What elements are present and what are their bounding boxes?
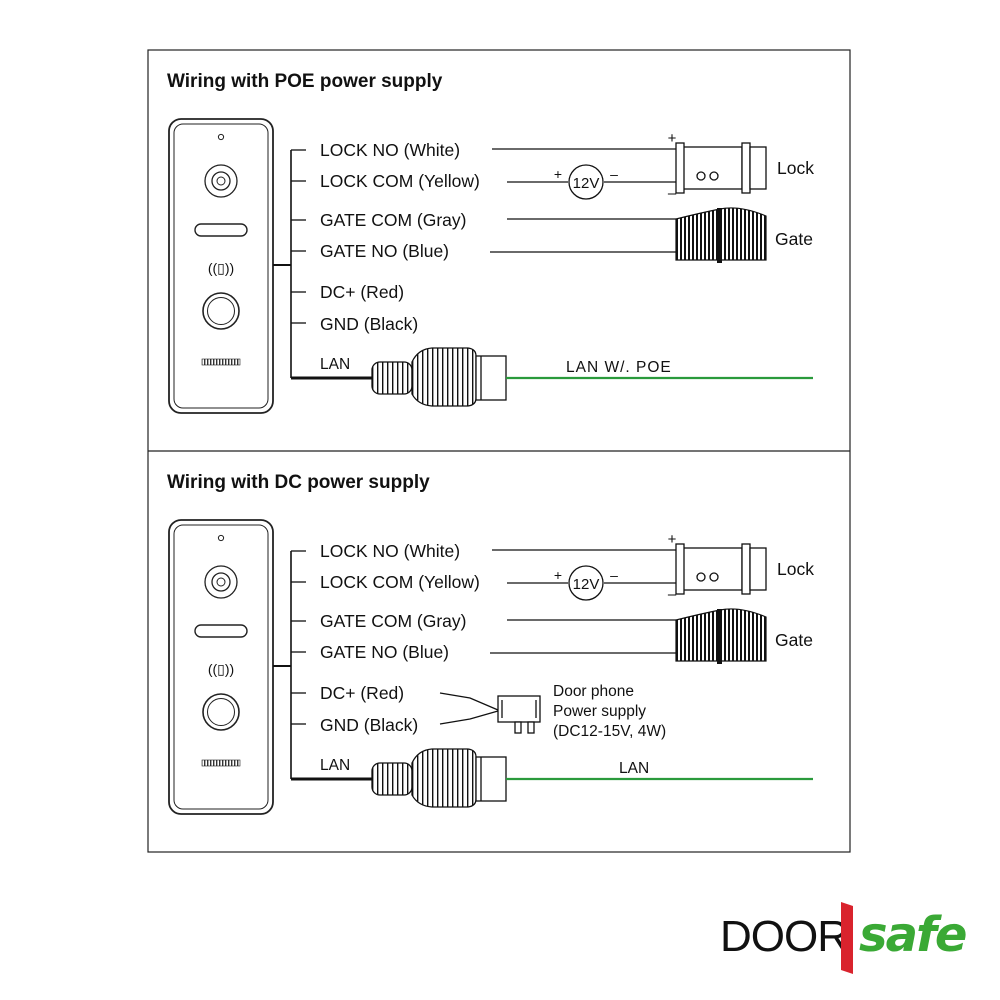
gate-label: Gate xyxy=(775,630,813,650)
wire-label-gate-com: GATE COM (Gray) xyxy=(320,611,466,631)
svg-text:((▯)): ((▯)) xyxy=(208,260,234,276)
section-poe: Wiring with POE power supply ((▯)) LOCK … xyxy=(167,71,814,414)
power-supply-line2: Power supply xyxy=(553,703,646,720)
wire-label-lock-no: LOCK NO (White) xyxy=(320,140,460,160)
svg-text:+: + xyxy=(554,166,562,182)
rfid-icon: ((▯)) xyxy=(208,661,234,677)
wire-label-lock-com: LOCK COM (Yellow) xyxy=(320,171,480,191)
door-station-device: ((▯)) xyxy=(168,519,274,815)
lan-cable-label: LAN xyxy=(619,760,649,777)
wire-label-gnd: GND (Black) xyxy=(320,314,418,334)
lock-icon xyxy=(675,543,767,595)
wire-label-gnd: GND (Black) xyxy=(320,715,418,735)
gate-icon xyxy=(675,608,767,664)
lan-label: LAN xyxy=(320,356,350,373)
gate-icon xyxy=(675,207,767,263)
rj45-connector-icon xyxy=(371,347,507,407)
wire-harness xyxy=(273,550,372,781)
doorsafe-logo: DOOR safe xyxy=(720,898,982,978)
section-title: Wiring with POE power supply xyxy=(167,71,443,92)
battery-12v: 12V + – xyxy=(554,164,618,200)
svg-text:–: – xyxy=(610,166,618,182)
rj45-connector-icon xyxy=(371,748,507,808)
wire-label-lock-com: LOCK COM (Yellow) xyxy=(320,572,480,592)
wire-label-gate-no: GATE NO (Blue) xyxy=(320,241,449,261)
wire-label-lock-no: LOCK NO (White) xyxy=(320,541,460,561)
lock-label: Lock xyxy=(777,559,814,579)
lock-label: Lock xyxy=(777,158,814,178)
lock-wiring xyxy=(490,148,676,253)
wire-label-gate-com: GATE COM (Gray) xyxy=(320,210,466,230)
lock-minus-sign: – xyxy=(668,185,677,202)
svg-text:12V: 12V xyxy=(573,175,600,192)
section-dc: Wiring with DC power supply ((▯)) LOCK N… xyxy=(167,472,814,815)
lan-cable-label: LAN W/. POE xyxy=(566,359,672,376)
logo-bar-icon xyxy=(841,902,853,974)
svg-text:+: + xyxy=(554,567,562,583)
section-title: Wiring with DC power supply xyxy=(167,472,430,493)
svg-text:((▯)): ((▯)) xyxy=(208,661,234,677)
door-station-device: ((▯)) xyxy=(168,118,274,414)
lock-plus-sign: + xyxy=(668,130,677,147)
svg-text:12V: 12V xyxy=(573,576,600,593)
wire-label-gate-no: GATE NO (Blue) xyxy=(320,642,449,662)
svg-text:–: – xyxy=(610,567,618,583)
lock-minus-sign: – xyxy=(668,586,677,603)
lock-wiring xyxy=(490,549,676,654)
wire-label-dc-plus: DC+ (Red) xyxy=(320,683,404,703)
lan-label: LAN xyxy=(320,757,350,774)
wire-label-dc-plus: DC+ (Red) xyxy=(320,282,404,302)
lock-plus-sign: + xyxy=(668,531,677,548)
battery-12v: 12V + – xyxy=(554,565,618,601)
power-supply-line1: Door phone xyxy=(553,683,634,700)
rfid-icon: ((▯)) xyxy=(208,260,234,276)
gate-label: Gate xyxy=(775,229,813,249)
logo-text-door: DOOR xyxy=(720,912,848,961)
wire-harness xyxy=(273,149,372,380)
power-supply-line3: (DC12-15V, 4W) xyxy=(553,723,666,740)
power-adapter-icon xyxy=(439,692,541,734)
lock-icon xyxy=(675,142,767,194)
logo-text-safe: safe xyxy=(859,907,966,963)
